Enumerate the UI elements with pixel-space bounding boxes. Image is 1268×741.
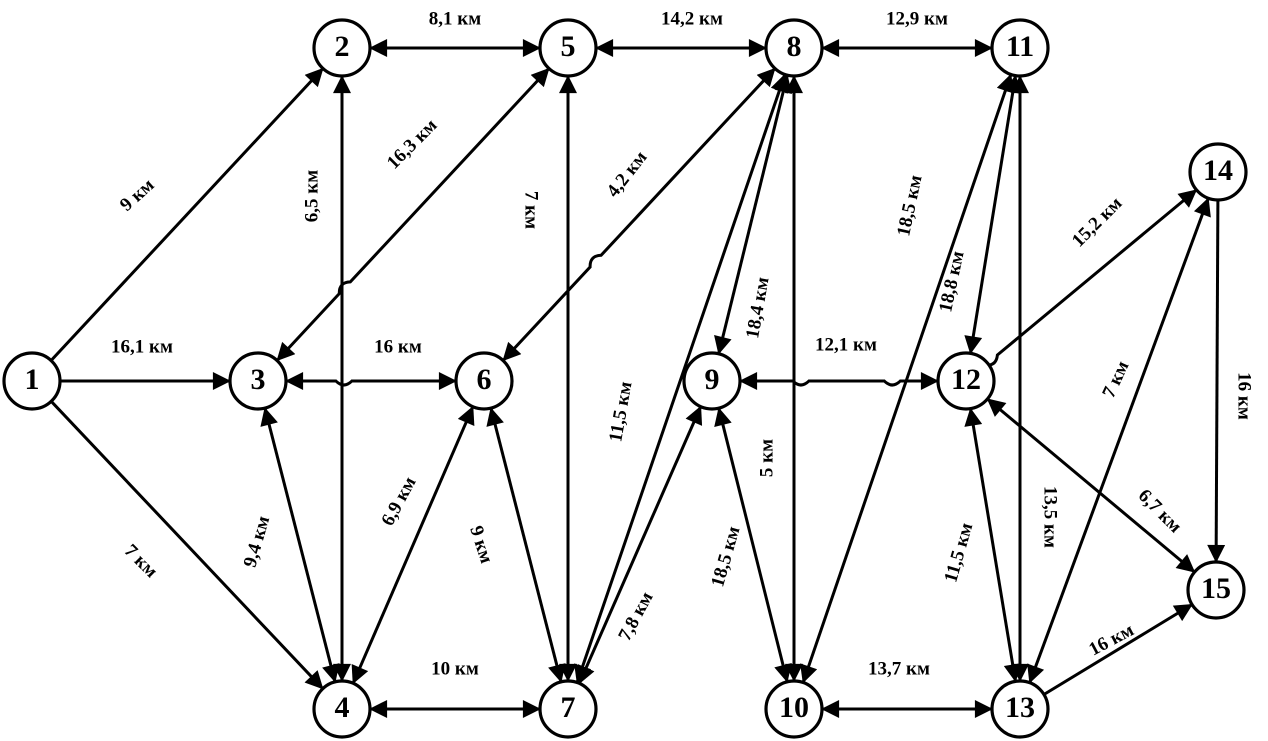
node-circle-2 — [312, 18, 372, 78]
edge-label-9-10: 18,5 км — [707, 524, 744, 589]
node-8: 8 — [764, 18, 824, 78]
node-7: 7 — [538, 679, 598, 739]
edge-6-7 — [486, 407, 566, 683]
node-circle-10 — [764, 679, 824, 739]
edge-label-1-3: 16,1 км — [111, 336, 173, 357]
edge-label-11-13: 13,5 км — [1040, 486, 1061, 548]
node-11: 11 — [990, 18, 1050, 78]
edge-label-1-2: 9 км — [116, 175, 158, 216]
node-circle-12 — [936, 351, 996, 411]
node-label-12: 12 — [951, 363, 981, 396]
edge-label-5-8: 14,2 км — [661, 8, 723, 29]
edge-label-12-13: 11,5 км — [940, 520, 977, 584]
edge-label-3-4: 9,4 км — [240, 514, 275, 570]
edge-1-2 — [50, 67, 324, 362]
edge-label-5-7: 7 км — [521, 191, 542, 229]
edge-label-1-4: 7 км — [120, 540, 162, 582]
edge-5-3 — [276, 67, 550, 362]
node-3: 3 — [228, 351, 288, 411]
edge-label-8-9: 18,4 км — [742, 275, 773, 340]
edge-label-4-7: 10 км — [431, 658, 479, 679]
edge-label-2-4: 6,5 км — [301, 170, 322, 222]
node-label-15: 15 — [1201, 572, 1231, 605]
node-label-5: 5 — [561, 30, 576, 63]
edge-labels-layer: 9 км 16,1 км 7 км 8,1 км 6,5 км 16,3 км 16 км 9… — [111, 8, 1255, 679]
edge-label-8-11: 12,9 км — [886, 8, 948, 29]
edge-14-15 — [1207, 199, 1226, 563]
node-circle-7 — [538, 679, 598, 739]
edge-label-8-10: 5 км — [756, 439, 777, 477]
edge-label-4-6: 6,9 км — [377, 473, 420, 529]
node-label-1: 1 — [25, 363, 40, 396]
edge-label-7-9: 7,8 км — [614, 588, 657, 644]
edge-label-2-5: 8,1 км — [429, 8, 481, 29]
node-12: 12 — [936, 351, 996, 411]
edge-label-14-15: 16 км — [1234, 372, 1255, 420]
node-4: 4 — [312, 679, 372, 739]
node-6: 6 — [454, 351, 514, 411]
edge-label-11-12: 18,8 км — [935, 249, 968, 314]
node-label-9: 9 — [705, 363, 720, 396]
edge-4-6 — [351, 405, 475, 685]
edge-9-12 — [739, 372, 939, 390]
node-circle-3 — [228, 351, 288, 411]
edge-label-6-7: 9 км — [465, 523, 497, 566]
node-circle-4 — [312, 679, 372, 739]
node-15: 15 — [1186, 560, 1246, 620]
edge-3-6 — [285, 372, 457, 390]
edge-8-9 — [714, 74, 792, 355]
node-label-7: 7 — [561, 691, 576, 724]
edge-label-8-6: 4,2 км — [603, 147, 652, 201]
edge-1-4 — [50, 400, 324, 690]
edge-label-9-12: 12,1 км — [815, 334, 877, 355]
node-label-3: 3 — [251, 363, 266, 396]
edge-label-10-11: 18,5 км — [893, 173, 926, 238]
node-circle-6 — [454, 351, 514, 411]
node-label-2: 2 — [335, 30, 350, 63]
edges-layer — [50, 39, 1226, 718]
edge-label-13-14: 7 км — [1098, 358, 1133, 401]
edge-11-12 — [964, 74, 1022, 355]
edge-13-14 — [1027, 197, 1211, 684]
node-label-6: 6 — [477, 363, 492, 396]
node-label-11: 11 — [1006, 30, 1034, 63]
node-1: 1 — [2, 351, 62, 411]
node-label-14: 14 — [1203, 154, 1233, 187]
edge-12-13 — [964, 407, 1022, 683]
edge-8-6 — [502, 67, 776, 362]
edge-7-8 — [574, 73, 788, 684]
node-label-13: 13 — [1005, 691, 1035, 724]
edge-9-10 — [714, 407, 792, 683]
edge-label-12-14: 15,2 км — [1068, 193, 1127, 252]
node-14: 14 — [1188, 142, 1248, 202]
edge-7-9 — [577, 405, 703, 685]
node-label-4: 4 — [335, 691, 350, 724]
edge-3-4 — [260, 407, 340, 683]
node-label-8: 8 — [787, 30, 802, 63]
node-label-10: 10 — [779, 691, 809, 724]
edge-label-3-6: 16 км — [374, 336, 422, 357]
edge-label-7-8: 11,5 км — [605, 380, 636, 444]
node-circle-13 — [990, 679, 1050, 739]
edge-13-15 — [1043, 603, 1193, 696]
node-circle-1 — [2, 351, 62, 411]
node-13: 13 — [990, 679, 1050, 739]
node-10: 10 — [764, 679, 824, 739]
node-circle-5 — [538, 18, 598, 78]
node-9: 9 — [682, 351, 742, 411]
edge-label-5-3: 16,3 км — [383, 115, 442, 174]
node-circle-9 — [682, 351, 742, 411]
node-circle-8 — [764, 18, 824, 78]
node-circle-11 — [990, 18, 1050, 78]
node-2: 2 — [312, 18, 372, 78]
edge-label-10-13: 13,7 км — [868, 658, 930, 679]
node-circle-15 — [1186, 560, 1246, 620]
node-5: 5 — [538, 18, 598, 78]
node-circle-14 — [1188, 142, 1248, 202]
